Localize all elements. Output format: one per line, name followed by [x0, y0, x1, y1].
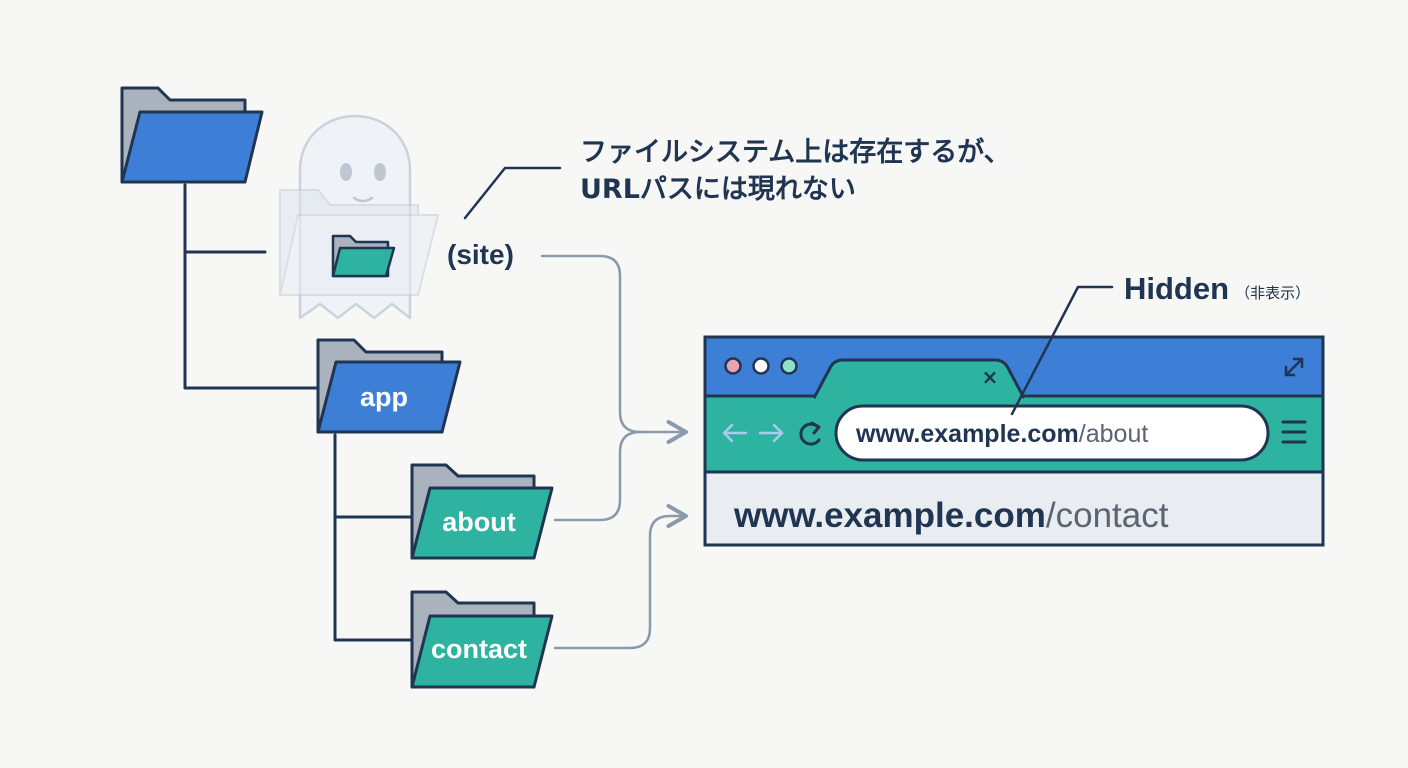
hidden-callout: Hidden （非表示） — [1124, 271, 1310, 306]
window-close-dot[interactable] — [724, 357, 742, 375]
folder-label-contact: contact — [431, 634, 527, 664]
mapping-connectors — [540, 254, 688, 650]
note-leader-line — [463, 166, 562, 220]
app-folder-icon — [316, 338, 462, 434]
folder-label-app: app — [360, 382, 408, 412]
hamburger-menu-icon[interactable] — [1281, 420, 1307, 444]
note-line-2: URLパスには現れない — [580, 174, 856, 205]
address-domain: www.example.com — [855, 420, 1079, 448]
contact-url: www.example.com/contact — [733, 496, 1169, 535]
address-path: /about — [1079, 420, 1149, 448]
site-group-label: (site) — [447, 239, 514, 270]
hidden-sublabel: （非表示） — [1235, 284, 1310, 302]
address-bar-url[interactable]: www.example.com/about — [855, 420, 1148, 448]
back-arrow-icon[interactable] — [722, 423, 748, 443]
contact-folder-icon — [410, 590, 554, 689]
site-folder-icon — [331, 234, 396, 278]
expand-icon[interactable] — [1284, 357, 1304, 377]
window-maximize-dot[interactable] — [780, 357, 798, 375]
hidden-leader-line — [1010, 285, 1114, 416]
window-minimize-dot[interactable] — [752, 357, 770, 375]
folder-label-about: about — [442, 507, 516, 537]
root-folder-icon — [120, 86, 264, 184]
note-line-1: ファイルシステム上は存在するが、 — [580, 136, 1011, 168]
reload-icon[interactable] — [799, 421, 821, 446]
address-bar[interactable] — [834, 404, 1270, 462]
forward-arrow-icon[interactable] — [758, 423, 784, 443]
contact-url-path: /contact — [1046, 496, 1169, 535]
tab-close-icon[interactable]: × — [982, 365, 999, 389]
about-folder-icon — [410, 463, 554, 560]
tree-connectors — [183, 183, 414, 642]
contact-url-domain: www.example.com — [733, 496, 1046, 535]
hidden-label: Hidden — [1124, 271, 1229, 306]
browser-tab[interactable] — [812, 358, 1026, 399]
